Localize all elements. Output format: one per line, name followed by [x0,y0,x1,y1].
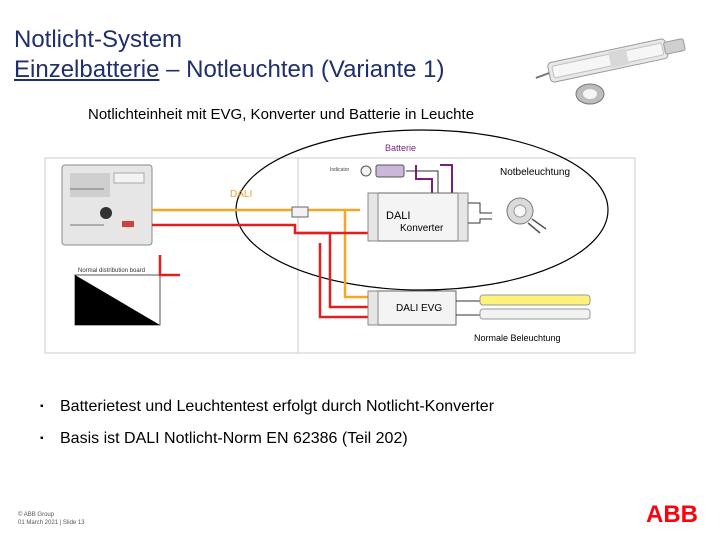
bullet-marker-icon: ▪ [40,433,44,444]
normal-distribution-label: Normal distribution board [78,268,145,274]
emergency-luminaire [506,197,547,234]
battery-label: Batterie [385,143,416,153]
normal-lighting-label: Normale Beleuchtung [474,333,561,343]
title-line-2-rest: – Notleuchten (Variante 1) [159,56,445,83]
title-line-1: Notlicht-System [14,26,183,53]
product-photo [535,38,686,105]
converter-label: Konverter [400,223,444,234]
footer-copyright: © ABB Group [18,512,55,518]
title-underlined-word: Einzelbatterie [14,56,160,83]
normal-distribution-board: Normal distribution board [74,268,161,326]
bullet-marker-icon: ▪ [40,401,44,412]
subtitle: Notlichteinheit mit EVG, Konverter und B… [88,106,475,123]
bullet-text: Basis ist DALI Notlicht-Norm EN 62386 (T… [60,430,408,447]
emergency-converter: DALI Konverter [367,192,469,242]
diagram-frame [44,157,636,354]
converter-dali-label: DALI [386,210,410,222]
abb-logo-text: ABB [646,501,698,526]
emergency-lamp-wire [468,202,492,224]
bullet-text: Batterietest und Leuchtentest erfolgt du… [60,398,495,415]
dali-label: DALI [230,189,252,200]
dali-controller-device [61,164,153,246]
bullet-item: ▪ Basis ist DALI Notlicht-Norm EN 62386 (… [40,430,408,448]
dali-wire [152,208,368,299]
mains-wire [152,223,368,319]
abb-logo: ABB [646,501,698,526]
battery-unit [360,164,453,195]
bullet-item: ▪ Batterietest und Leuchtentest erfolgt d… [40,398,494,416]
ballast-label: DALI EVG [396,303,442,314]
emergency-lighting-label: Notbeleuchtung [500,167,570,178]
footer-date-slide: 01 March 2021 | Slide 13 [18,520,85,526]
wiring-diagram: Normal distribution board DALI Indicator… [44,129,636,354]
terminal-block [291,206,309,218]
indicator-label: Indicator [330,167,350,173]
title-line-2: Einzelbatterie – Notleuchten (Variante 1… [14,56,444,84]
fluorescent-tube [456,294,591,320]
dali-ballast: DALI EVG [367,290,457,326]
